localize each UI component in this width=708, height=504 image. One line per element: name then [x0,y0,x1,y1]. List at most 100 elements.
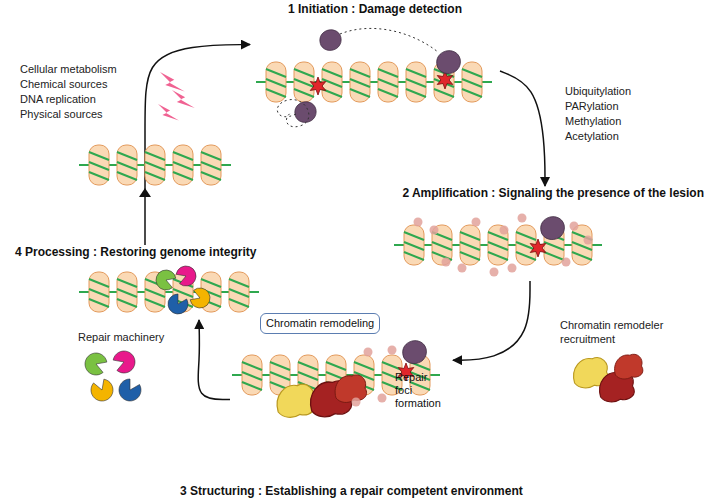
modification-mark [442,258,451,267]
dna-wrap [298,362,318,370]
dna-wrap [145,152,165,160]
dna-wrap [406,69,426,77]
dna-wrap [410,382,430,390]
histone-core [378,62,398,102]
box-label: Chromatin remodeling [266,317,374,330]
dna-wrap [201,152,221,160]
dna-wrap [432,242,452,250]
dna-wrap [350,89,370,97]
histone-core [572,225,592,265]
dna-wrap [404,252,424,260]
dna-lesion [310,77,326,95]
sensor-protein [295,102,316,123]
dna-wrap [294,69,314,77]
nucleosome [378,62,398,102]
stage-group: 2 Amplification : Signaling the presence… [342,186,704,281]
dna-wrap [145,299,165,307]
nucleosome [350,62,370,102]
dna-wrap [462,79,482,87]
histone-core [117,272,137,312]
dna-wrap [89,279,109,287]
modification-mark [508,264,517,273]
diffusion-path [340,28,438,52]
histone-core [117,145,137,185]
arrow-head [139,188,151,197]
repair-protein [119,379,141,401]
dna-wrap [89,162,109,170]
dna-wrap [462,69,482,77]
dna-wrap [173,172,193,180]
nucleosome [242,355,262,395]
modification-mark [352,398,361,407]
nucleosome [406,62,426,102]
histone-core [229,272,249,312]
remodeler-protein [277,384,315,417]
dna-wrap [378,79,398,87]
stage-group: 4 Processing : Restoring genome integrit… [10,245,310,320]
dna-wrap [404,242,424,250]
dna-wrap [516,232,536,240]
cycle-arrow [198,320,230,400]
histone-core [201,145,221,185]
modification-mark [472,218,481,227]
dna-wrap [229,299,249,307]
nucleosome [229,272,249,312]
modification-mark [378,394,387,403]
dna-wrap [229,279,249,287]
dna-wrap [354,362,374,370]
dna-wrap [242,382,262,390]
dna-wrap [89,152,109,160]
note-label: Chromatin remodeler recruitment [560,318,672,346]
dna-wrap [488,252,508,260]
dna-wrap [89,289,109,297]
histone-core [89,145,109,185]
dna-wrap [462,89,482,97]
cycle-arrow [453,281,530,360]
modification-mark [570,222,579,231]
repair-protein [113,351,135,373]
repair-protein [168,294,188,314]
sensor-protein [403,341,427,364]
dna-wrap [201,279,221,287]
histone-core [173,145,193,185]
histone-core [460,225,480,265]
stage-heading: 3 Structuring : Establishing a repair co… [180,484,523,499]
nucleosome [266,62,286,102]
dna-wrap [266,69,286,77]
dna-wrap [117,279,137,287]
dna-wrap [406,89,426,97]
damage-source: Chemical sources [20,77,107,91]
process-box: Chromatin remodeling [260,313,380,334]
dna-wrap [488,242,508,250]
modification-mark [562,258,571,267]
dna-wrap [544,252,564,260]
note-label: Repair machinery [78,330,164,344]
nucleosome [89,145,109,185]
modification-mark [500,226,509,235]
modification-mark [388,346,397,355]
damage-source: Physical sources [20,107,103,121]
nucleosome [145,145,165,185]
nucleosome [201,145,221,185]
repair-protein [85,353,107,375]
nucleosome [488,225,508,265]
modification-name: Methylation [565,114,621,128]
dna-wrap [145,162,165,170]
nucleosome [89,272,109,312]
remodeler-protein [615,354,643,379]
nucleosome [404,225,424,265]
dna-wrap [326,362,346,370]
dna-lesion [530,239,546,257]
modification-name: PARylation [565,99,619,113]
dna-wrap [350,79,370,87]
dna-wrap [242,362,262,370]
modification-mark [490,268,499,277]
dna-wrap [322,69,342,77]
dna-wrap [266,79,286,87]
damage-bolt [160,72,185,92]
dna-wrap [145,289,165,297]
dna-wrap [270,372,290,380]
dna-wrap [201,162,221,170]
damage-bolt [172,90,195,108]
dna-wrap [229,289,249,297]
